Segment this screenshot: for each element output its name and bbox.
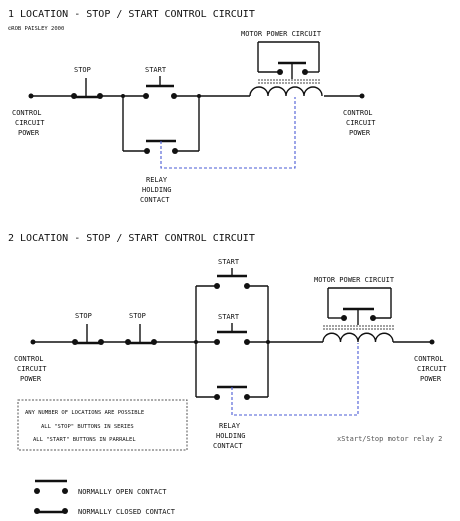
- diagram1-relay-line2: HOLDING: [142, 186, 172, 194]
- diagram2-start1-label: START: [218, 258, 240, 266]
- diagram1-junction-left: [121, 94, 125, 98]
- diagram2-junction-right: [266, 340, 270, 344]
- diagram1-left-power-1: CONTROL: [12, 109, 42, 117]
- diagram1-start-label: START: [145, 66, 167, 74]
- diagram1-motor-label: MOTOR POWER CIRCUIT: [241, 30, 322, 38]
- diagram2-stop1-label: STOP: [75, 312, 92, 320]
- diagram1-stop-label: STOP: [74, 66, 91, 74]
- legend-closed-contact-icon: [34, 508, 68, 514]
- diagram1-right-power-2: CIRCUIT: [346, 119, 376, 127]
- diagram2-main-wire: [33, 285, 432, 398]
- diagram1-relay-link: [160, 97, 296, 169]
- diagram2-relay-line3: CONTACT: [213, 442, 243, 450]
- diagram2-note-box: [17, 399, 188, 451]
- diagram1-junction-right: [197, 94, 201, 98]
- legend-open-label: NORMALLY OPEN CONTACT: [78, 488, 167, 496]
- diagram2-start2-label: START: [218, 313, 240, 321]
- diagram1-coil-icon: [249, 86, 323, 97]
- diagram1-left-power-2: CIRCUIT: [15, 119, 45, 127]
- diagram2-right-power-2: CIRCUIT: [417, 365, 447, 373]
- diagram1-title: 1 LOCATION - STOP / START CONTROL CIRCUI…: [8, 9, 255, 20]
- diagram2-relay-line1: RELAY: [219, 422, 241, 430]
- diagram1-right-power-1: CONTROL: [343, 109, 373, 117]
- diagram1-left-terminal: [28, 93, 34, 99]
- diagram1-relay-line3: CONTACT: [140, 196, 170, 204]
- diagram2-left-power-3: POWER: [20, 375, 42, 383]
- diagram2-relay-line2: HOLDING: [216, 432, 246, 440]
- diagram2-stop1-contact: [72, 324, 104, 345]
- diagram2-motor-label: MOTOR POWER CIRCUIT: [314, 276, 395, 284]
- legend-open-contact-icon: [34, 479, 68, 494]
- diagram1-main-wire: [31, 95, 362, 152]
- diagram2-right-power-3: POWER: [420, 375, 442, 383]
- diagram1-right-power-3: POWER: [349, 129, 371, 137]
- diagram1-right-terminal: [359, 93, 365, 99]
- diagram1-left-power-3: POWER: [18, 129, 40, 137]
- diagram1-relay-line1: RELAY: [146, 176, 168, 184]
- diagram2-note-line1: ANY NUMBER OF LOCATIONS ARE POSSIBLE: [25, 410, 144, 416]
- diagram2-motor-circuit: [323, 287, 394, 330]
- diagram1-start-contact: [143, 76, 177, 99]
- diagram2-left-terminal: [30, 339, 36, 345]
- diagram2-note-line2: ALL "STOP" BUTTONS IN SERIES: [41, 424, 134, 430]
- diagram2-note-line3: ALL "START" BUTTONS IN PARRALEL: [33, 437, 136, 443]
- diagram2-stop2-contact: [125, 324, 157, 345]
- diagram2-title: 2 LOCATION - STOP / START CONTROL CIRCUI…: [8, 233, 255, 244]
- diagram2-junction-left: [194, 340, 198, 344]
- diagram2-caption: xStart/Stop motor relay 2: [337, 435, 442, 443]
- diagram2-stop2-label: STOP: [129, 312, 146, 320]
- diagram1-motor-circuit: [257, 41, 320, 84]
- diagram2-relay-link: [231, 343, 359, 416]
- diagram2-start1-contact: [214, 268, 250, 289]
- diagram2-left-power-1: CONTROL: [14, 355, 44, 363]
- diagram2-right-power-1: CONTROL: [414, 355, 444, 363]
- diagram2-start2-contact: [214, 323, 250, 345]
- legend-closed-label: NORMALLY CLOSED CONTACT: [78, 508, 176, 516]
- diagram2-left-power-2: CIRCUIT: [17, 365, 47, 373]
- diagram1-copyright: ©ROB PAISLEY 2000: [8, 26, 64, 32]
- diagram2-coil-icon: [322, 332, 394, 343]
- diagram1-stop-contact: [71, 78, 103, 99]
- diagram2-right-terminal: [429, 339, 435, 345]
